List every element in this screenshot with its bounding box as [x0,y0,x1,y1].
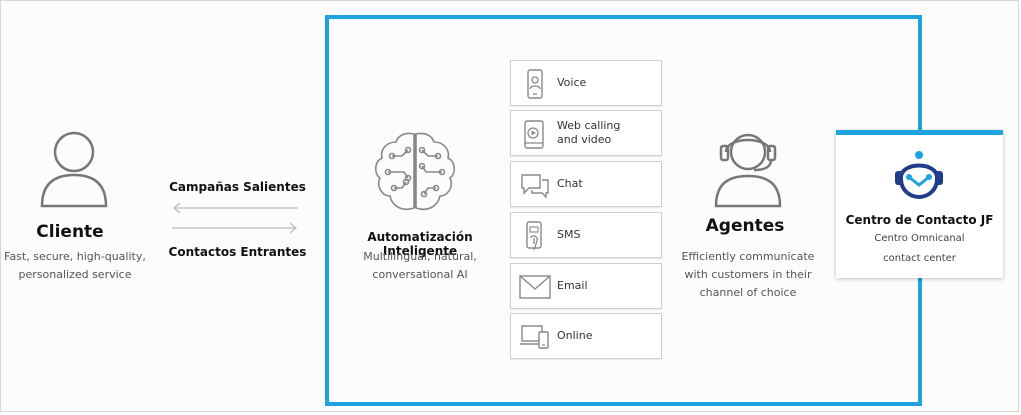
automation-description: Multilingual, natural, conversational AI [363,250,477,281]
agents-title: Agentes [705,216,785,236]
channel-voice: Voice [510,60,662,106]
ai-brain-icon [374,132,456,211]
customer-description: Fast, secure, high-quality, personalized… [4,250,146,281]
agent-headset-icon [714,133,782,208]
email-icon [519,275,551,299]
sms-icon [526,221,542,251]
bidirectional-arrows [172,202,298,234]
channel-label: Web calling and video [557,119,621,146]
inbound-contacts-label: Contactos Entrantes [168,245,307,259]
channel-chat: Chat [510,161,662,207]
channel-label: Email [557,279,588,292]
contact-center-subtitle-2: contact center [883,253,956,264]
contact-center-subtitle-1: Centro Omnicanal [874,233,965,244]
contact-center-logo-icon [895,151,943,200]
customer-title: Cliente [36,222,104,242]
contact-center-title: Centro de Contacto JF [845,213,994,227]
devices-icon [520,325,549,349]
automation-title: Automatización Inteligente [367,230,473,258]
channel-web-calling: Web calling and video [510,110,662,156]
channel-label: Online [557,329,593,342]
outbound-campaigns-label: Campañas Salientes [169,180,306,194]
video-call-icon [524,120,544,149]
channel-online: Online [510,313,662,359]
contact-center-card: Centro de Contacto JF Centro Omnicanal c… [836,130,1003,278]
channel-email: Email [510,263,662,309]
channel-label: Voice [557,76,587,89]
chat-icon [521,174,549,199]
channel-sms: SMS [510,212,662,258]
agents-description: Efficiently communicate with customers i… [681,250,815,299]
customer-person-icon [40,131,108,208]
channel-label: Chat [557,177,583,190]
phone-icon [527,69,543,99]
channel-label: SMS [557,228,581,241]
